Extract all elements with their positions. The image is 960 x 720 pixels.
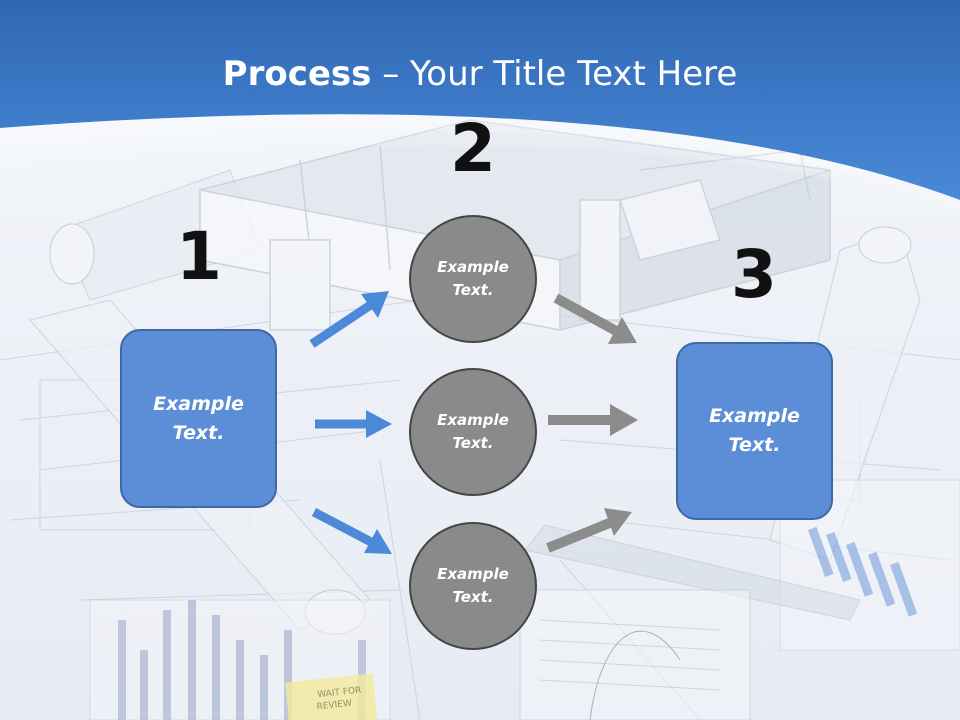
slide-title: Process – Your Title Text Here xyxy=(0,52,960,96)
arrow-circle-3-to-3 xyxy=(546,508,632,553)
title-dash: – xyxy=(371,54,411,94)
title-bold: Process xyxy=(222,54,372,94)
title-rest: Your Title Text Here xyxy=(410,54,738,94)
left-step-box: Example Text. xyxy=(120,329,277,508)
step-number-2: 2 xyxy=(450,110,496,187)
circle-step-1: Example Text. xyxy=(409,215,537,343)
sticky-note-text: WAIT FOR REVIEW xyxy=(315,685,366,712)
circle-step-2-label: Example Text. xyxy=(437,411,509,452)
arrow-circle-1-to-3 xyxy=(553,293,637,344)
arrow-circle-2-to-3 xyxy=(548,404,638,436)
right-step-box-label: Example Text. xyxy=(709,405,800,456)
right-step-box: Example Text. xyxy=(676,342,833,520)
step-number-1: 1 xyxy=(176,218,222,295)
arrow-1-to-circle-1 xyxy=(309,291,389,348)
step-number-3: 3 xyxy=(731,236,777,313)
arrow-1-to-circle-3 xyxy=(311,508,392,554)
left-step-box-label: Example Text. xyxy=(153,392,244,444)
circle-step-2: Example Text. xyxy=(409,368,537,496)
arrow-1-to-circle-2 xyxy=(315,410,392,438)
circle-step-3-label: Example Text. xyxy=(437,565,509,606)
circle-step-3: Example Text. xyxy=(409,522,537,650)
circle-step-1-label: Example Text. xyxy=(437,258,509,299)
